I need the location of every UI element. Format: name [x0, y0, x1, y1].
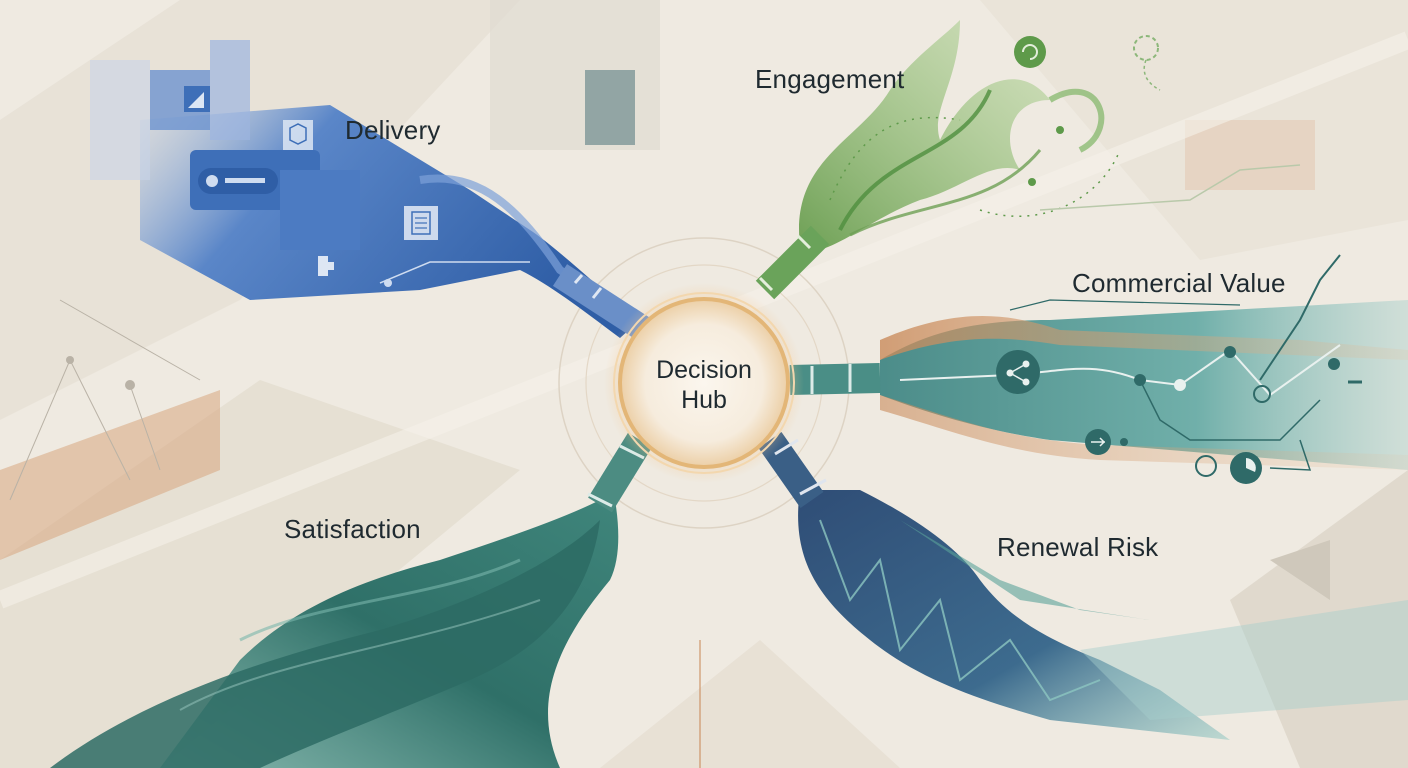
renewal-risk-stream: [758, 431, 1408, 740]
chart-icon: [184, 86, 210, 112]
commercial-value-label: Commercial Value: [1072, 268, 1286, 298]
loop-icon: [1133, 35, 1161, 91]
satisfaction-label: Satisfaction: [284, 514, 421, 544]
pie-chart-icon: [1195, 452, 1262, 484]
document-icon: [404, 206, 438, 240]
engagement-label: Engagement: [755, 64, 905, 94]
refresh-icon: [1014, 36, 1046, 68]
delivery-label: Delivery: [345, 115, 441, 145]
share-icon: [996, 350, 1040, 394]
renewal-risk-label: Renewal Risk: [997, 532, 1159, 562]
puzzle-icon: [318, 256, 334, 276]
box-icon: [283, 120, 313, 150]
usb-icon: [1085, 429, 1128, 455]
engagement-stream: [755, 20, 1301, 300]
hub-label: Decision Hub: [624, 355, 784, 415]
delivery-stream: [90, 40, 653, 341]
decision-hub: [604, 283, 804, 483]
commercial-value-stream: [789, 254, 1408, 471]
hub-label-line2: Hub: [681, 386, 727, 414]
card-icon: [198, 168, 278, 194]
hub-label-line1: Decision: [656, 356, 752, 384]
